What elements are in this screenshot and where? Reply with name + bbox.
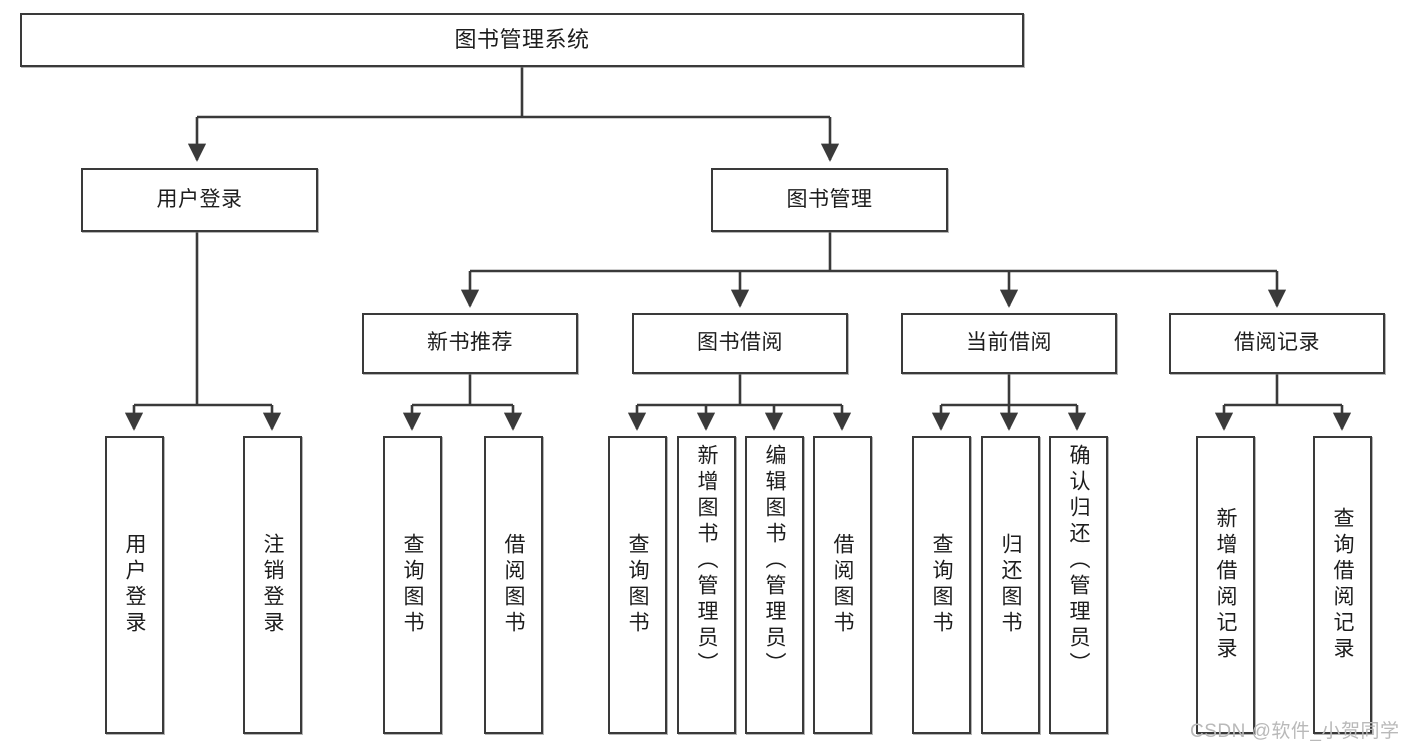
node-label: 查询借阅记录 [1331,507,1354,663]
node-label: 归还图书 [999,533,1022,637]
node-book-borrow[interactable]: 图书借阅 [632,313,848,374]
node-label: 当前借阅 [966,331,1052,355]
leaf-edit-book-admin[interactable]: 编辑图书（管理员） [745,436,804,734]
node-root-system[interactable]: 图书管理系统 [20,13,1024,67]
node-label: 借阅记录 [1234,331,1320,355]
node-borrow-record[interactable]: 借阅记录 [1169,313,1385,374]
node-label: 用户登录 [123,533,146,637]
leaf-add-book-admin[interactable]: 新增图书（管理员） [677,436,736,734]
leaf-query-book-borrow[interactable]: 查询图书 [608,436,667,734]
leaf-user-logout[interactable]: 注销登录 [243,436,302,734]
node-label: 注销登录 [261,533,284,637]
node-label: 借阅图书 [502,533,525,637]
node-label: 查询图书 [401,533,424,637]
node-label: 图书管理系统 [454,27,590,53]
leaf-query-book-recommend[interactable]: 查询图书 [383,436,442,734]
node-label: 编辑图书（管理员） [763,444,786,678]
node-label: 确认归还（管理员） [1067,444,1090,678]
node-new-book-recommend[interactable]: 新书推荐 [362,313,578,374]
leaf-query-book-current[interactable]: 查询图书 [912,436,971,734]
node-book-management[interactable]: 图书管理 [711,168,948,232]
leaf-query-borrow-record[interactable]: 查询借阅记录 [1313,436,1372,734]
leaf-borrow-book[interactable]: 借阅图书 [813,436,872,734]
node-label: 借阅图书 [831,533,854,637]
node-label: 查询图书 [930,533,953,637]
node-label: 查询图书 [626,533,649,637]
node-current-borrow[interactable]: 当前借阅 [901,313,1117,374]
leaf-confirm-return-admin[interactable]: 确认归还（管理员） [1049,436,1108,734]
node-user-login[interactable]: 用户登录 [81,168,318,232]
node-label: 新书推荐 [427,331,513,355]
node-label: 用户登录 [156,187,243,211]
leaf-return-book[interactable]: 归还图书 [981,436,1040,734]
node-label: 新增图书（管理员） [695,444,718,678]
leaf-borrow-book-recommend[interactable]: 借阅图书 [484,436,543,734]
node-label: 新增借阅记录 [1214,507,1237,663]
node-label: 图书借阅 [697,331,783,355]
leaf-add-borrow-record[interactable]: 新增借阅记录 [1196,436,1255,734]
node-label: 图书管理 [786,187,873,211]
csdn-watermark: CSDN @软件_小贺同学 [1190,721,1400,742]
leaf-user-login[interactable]: 用户登录 [105,436,164,734]
